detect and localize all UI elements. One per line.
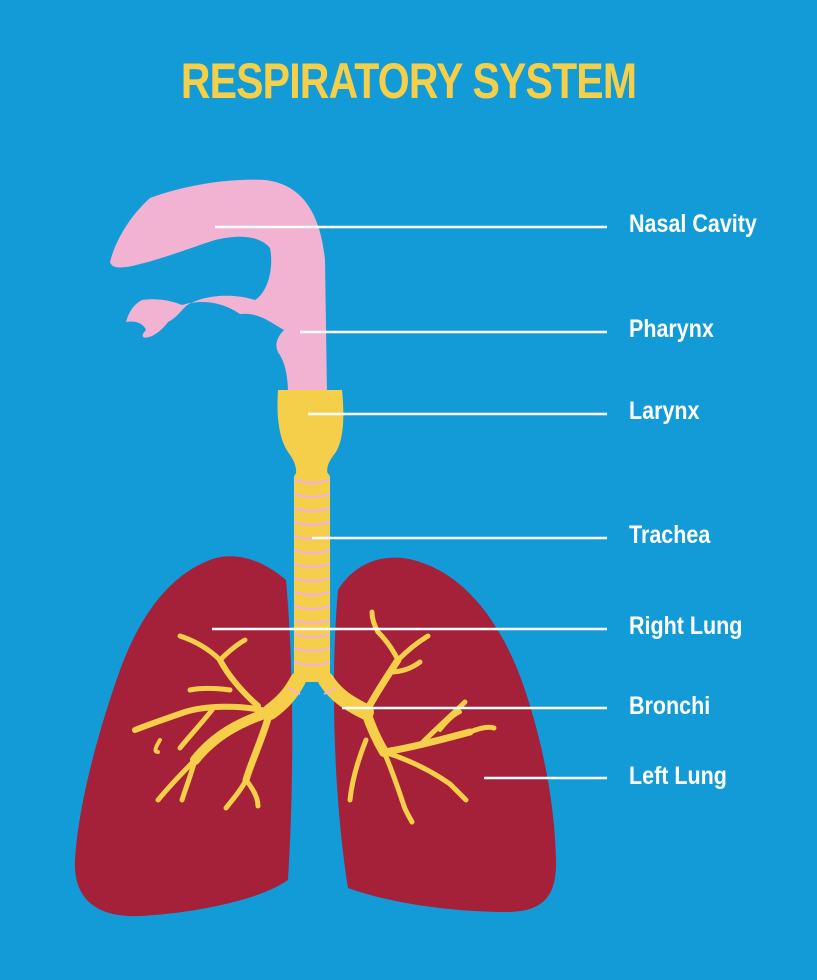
label-larynx: Larynx [629, 397, 700, 425]
bronchial-tree [132, 609, 497, 825]
left-lung-shape [333, 557, 557, 912]
leader-lines [212, 225, 607, 780]
diagram-title: RESPIRATORY SYSTEM [180, 53, 637, 109]
larynx-shape [277, 390, 344, 475]
label-pharynx: Pharynx [629, 315, 714, 343]
label-bronchi: Bronchi [629, 692, 711, 720]
label-nasal-cavity: Nasal Cavity [629, 210, 757, 238]
nasal-cavity-shape [110, 179, 327, 395]
label-left-lung: Left Lung [629, 762, 727, 790]
trachea-shape [287, 472, 337, 695]
label-right-lung: Right Lung [629, 612, 743, 640]
label-trachea: Trachea [629, 521, 711, 549]
